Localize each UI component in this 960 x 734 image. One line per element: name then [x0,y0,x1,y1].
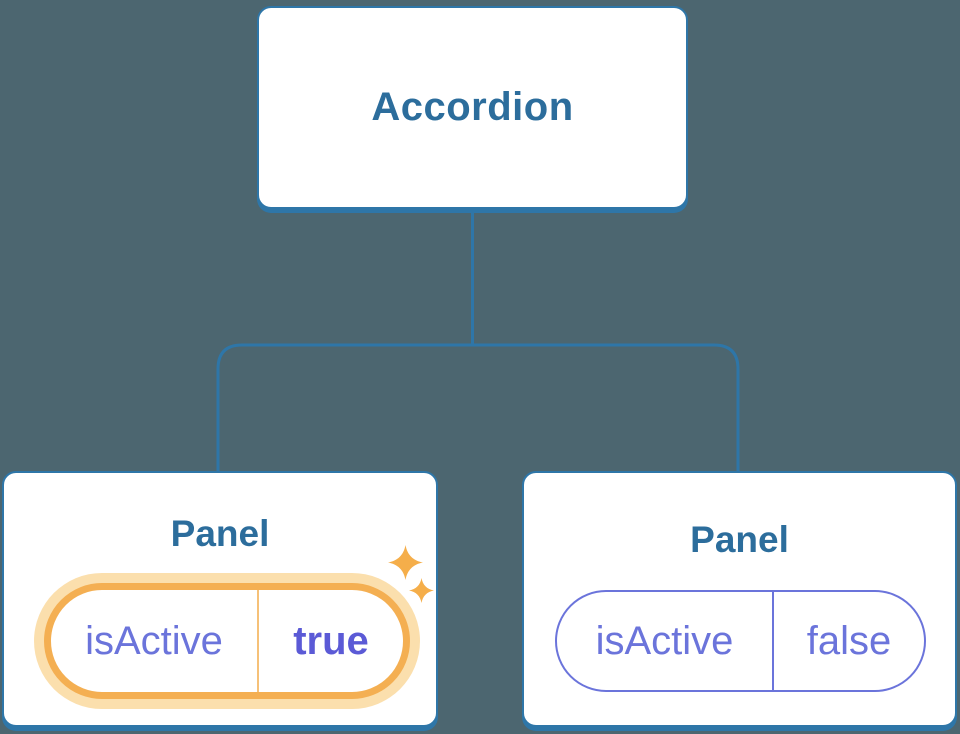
state-name: isActive [595,618,734,663]
panel-component-box-inactive: Panel isActive false [522,471,957,727]
panel-component-box-active: Panel isActive true [2,471,438,727]
state-pill-inactive: isActive false [555,590,926,692]
accordion-component-box: Accordion [257,6,688,209]
pill-divider [257,590,259,692]
state-pill-active: isActive true [44,583,410,699]
pill-divider [772,592,774,690]
panel-title: Panel [690,519,789,560]
accordion-label: Accordion [371,85,574,129]
state-value: true [293,618,369,663]
state-value: false [806,618,892,663]
panel-title: Panel [170,513,270,554]
state-name: isActive [85,618,223,663]
